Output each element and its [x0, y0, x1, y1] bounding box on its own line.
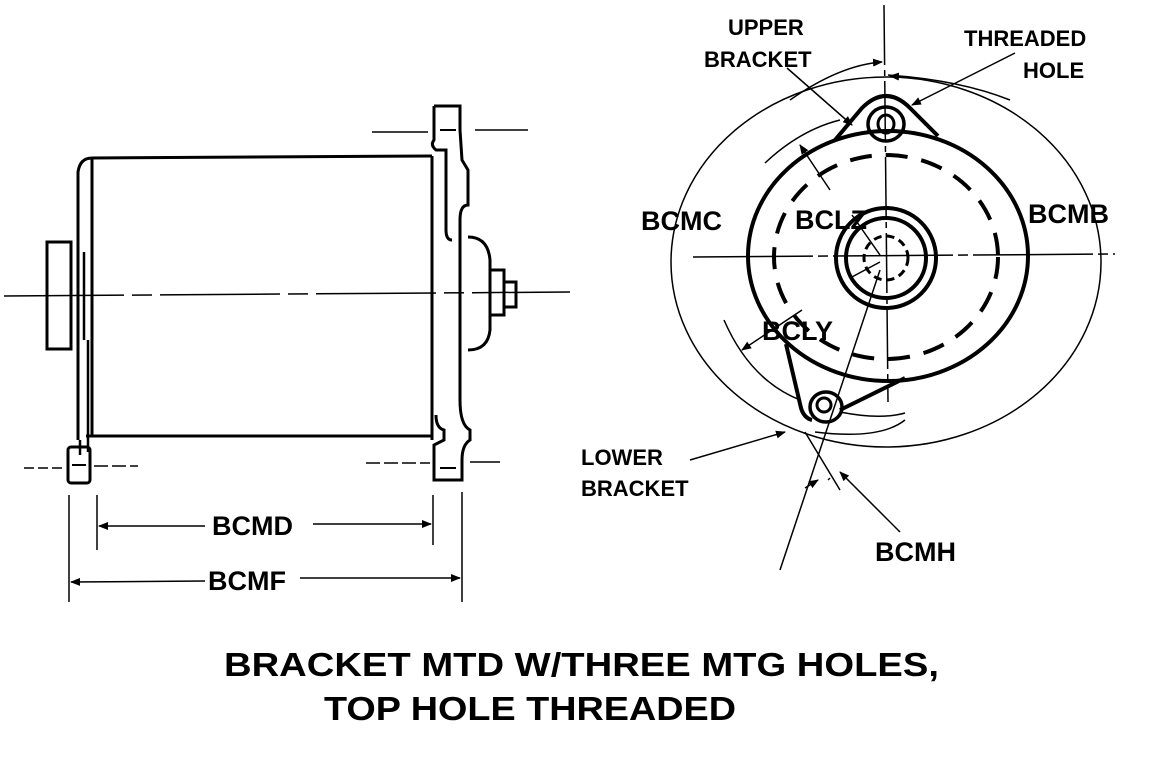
dimension-label-bclz: BCLZ	[795, 205, 867, 235]
dimension-label-bcmc: BCMC	[641, 206, 722, 236]
front-hub	[467, 235, 492, 352]
callout-lower-bracket-line1: LOWER	[581, 445, 663, 470]
rear-housing	[76, 154, 433, 440]
shaft-end	[502, 280, 518, 309]
callout-lower-bracket-line2: BRACKET	[581, 476, 689, 501]
bcmf-dimension-line-left	[70, 577, 206, 586]
bcmh-leader	[839, 471, 901, 533]
side-dimensions	[68, 492, 463, 602]
front-flange	[430, 104, 472, 482]
hub-inner-ring	[844, 216, 928, 300]
side-centerline	[3, 291, 571, 297]
hub-outer-ring	[834, 206, 938, 310]
rear-foot	[66, 445, 92, 485]
dimension-label-bcmh: BCMH	[875, 537, 956, 567]
side-view	[3, 104, 571, 485]
dimension-label-bcmb: BCMB	[1028, 199, 1109, 229]
bolt-circle-outer	[670, 76, 1102, 448]
upper-threaded-hole	[866, 105, 906, 143]
upper-bracket	[833, 94, 940, 142]
end-view	[670, 4, 1116, 571]
lower-bracket	[784, 343, 906, 422]
dimension-label-bcmd: BCMD	[212, 511, 293, 541]
callout-upper-bracket-line1: UPPER	[728, 15, 804, 40]
end-vertical-centerline	[883, 4, 889, 403]
caption-line-1: BRACKET MTD W/THREE MTG HOLES,	[224, 646, 939, 683]
dimension-label-bcly: BCLY	[762, 316, 833, 346]
housing-outline	[746, 129, 1030, 383]
end-horizontal-centerline	[692, 253, 1116, 258]
upper-bracket-leader	[786, 67, 853, 126]
lower-bracket-hole	[808, 390, 844, 424]
callout-upper-bracket-line2: BRACKET	[704, 47, 812, 72]
dashed-circle	[772, 153, 1000, 361]
shaft-dashed-circle	[862, 234, 910, 282]
threaded-hole-leader	[911, 52, 1016, 106]
caption-line-2: TOP HOLE THREADED	[324, 690, 736, 727]
callout-threaded-hole-line2: HOLE	[1023, 58, 1084, 83]
rear-boss	[45, 240, 73, 351]
lower-bracket-leader	[689, 430, 786, 461]
callout-threaded-hole-line1: THREADED	[964, 26, 1086, 51]
dimension-label-bcmf: BCMF	[208, 566, 286, 596]
